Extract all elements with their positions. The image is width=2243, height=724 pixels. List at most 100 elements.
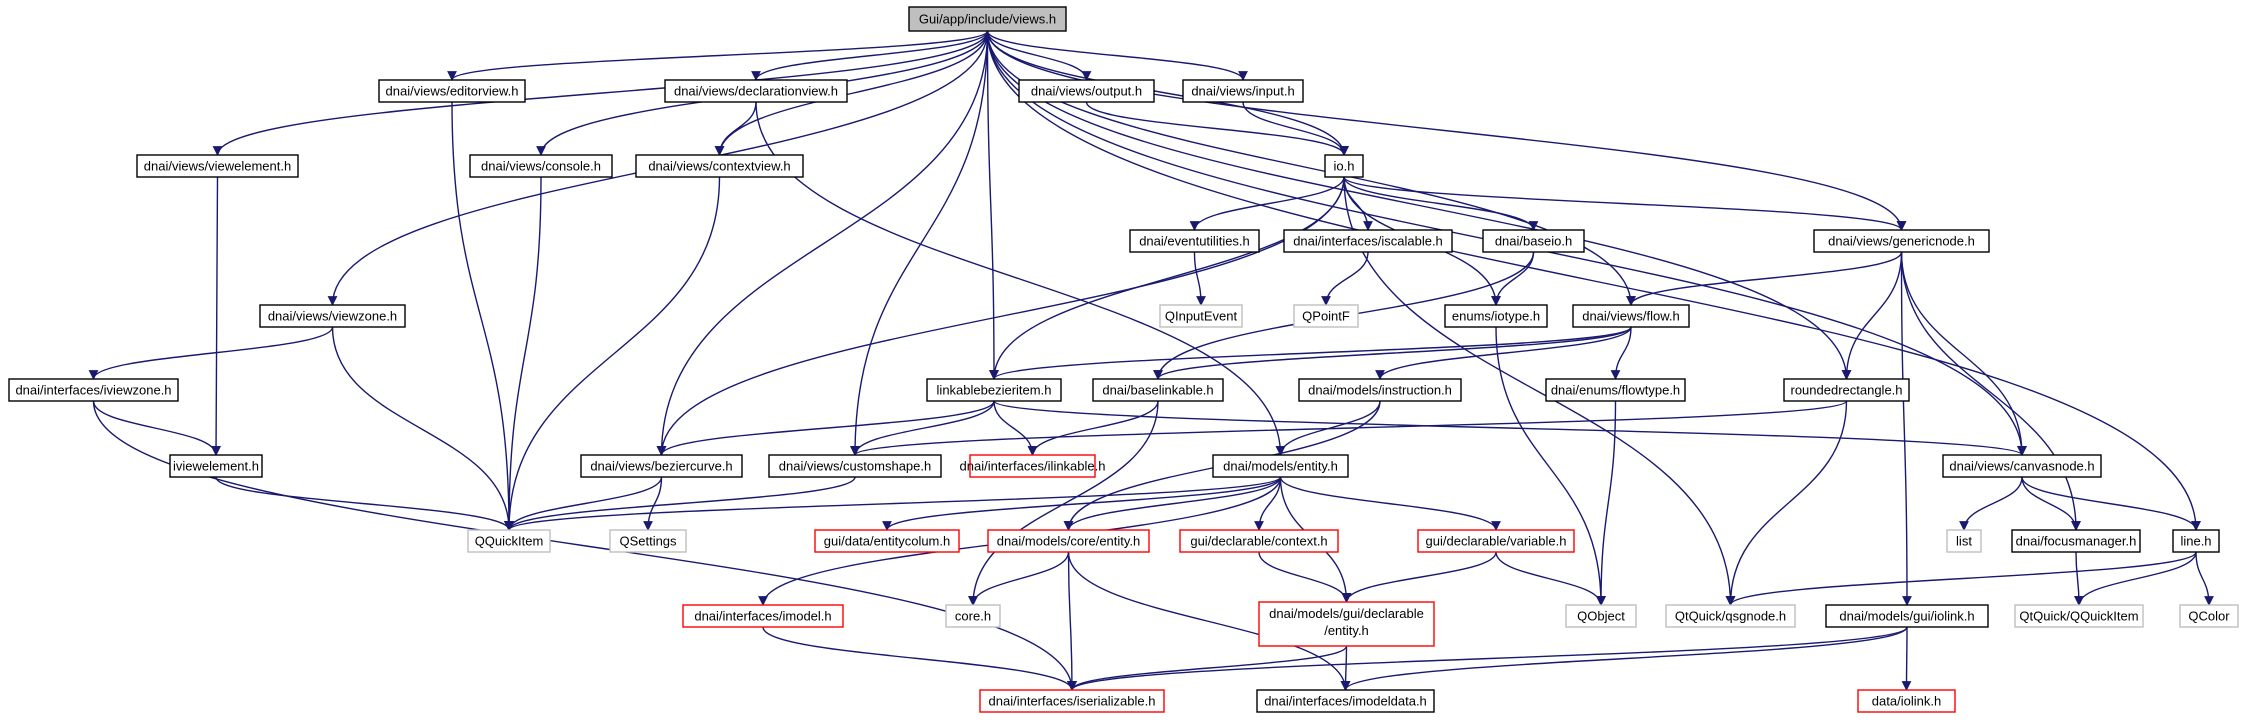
node-qcolor[interactable]: QColor [2179,604,2239,628]
edge-variable-to-qobject [1495,551,1606,606]
node-label: dnai/models/instruction.h [1308,383,1452,398]
node-imodel[interactable]: dnai/interfaces/imodel.h [682,604,844,628]
edge-line [92,400,221,456]
node-baselinkable[interactable]: dnai/baselinkable.h [1092,378,1224,402]
node-ilinkable[interactable]: dnai/interfaces/ilinkable.h [960,454,1106,478]
node-viewelement[interactable]: dnai/views/viewelement.h [136,154,299,178]
edge-contextview-to-qquickitem [504,176,721,531]
node-output[interactable]: dnai/views/output.h [1018,79,1155,103]
node-box [1129,229,1260,253]
edge-line [1085,101,1349,156]
edge-entity-to-qquickitem [504,476,1282,531]
edge-line [1900,251,2081,531]
node-label: dnai/views/beziercurve.h [590,459,732,474]
node-canvasnode[interactable]: dnai/views/canvasnode.h [1942,454,2102,478]
node-entity[interactable]: dnai/models/entity.h [1212,454,1349,478]
edge-line [331,326,514,531]
node-datailink[interactable]: data/iolink.h [1857,689,1956,713]
node-iviewzone[interactable]: dnai/interfaces/iviewzone.h [8,378,179,402]
node-box [2011,529,2141,553]
node-viewzone[interactable]: dnai/views/viewzone.h [259,304,406,328]
node-label: dnai/views/flow.h [1582,309,1680,324]
node-entitycolum[interactable]: gui/data/entitycolum.h [814,529,960,553]
node-qinputevent[interactable]: QInputEvent [1159,304,1243,328]
edge-line [1254,476,1282,531]
edge-flow-to-instruction [1375,326,1632,380]
node-coreentity[interactable]: dnai/models/core/entity.h [987,529,1150,553]
edge-genericnode-to-focusmanager [1900,251,2081,531]
node-box [979,689,1165,713]
node-qquickitem[interactable]: QQuickItem [467,529,551,553]
edge-views-to-contextview [714,30,989,156]
nodes-layer: Gui/app/include/views.h dnai/views/editor… [8,6,2239,713]
node-label: linkablebezieritem.h [937,383,1052,398]
edge-linkablebezieritem-to-beziercurve [656,400,995,456]
node-variable[interactable]: gui/declarable/variable.h [1417,529,1575,553]
node-label: QPointF [1302,309,1350,324]
edge-output-to-io [1085,101,1349,156]
edge-line [850,400,1848,456]
edge-line [714,30,989,156]
node-focusmanager[interactable]: dnai/focusmanager.h [2011,529,2141,553]
node-flow[interactable]: dnai/views/flow.h [1572,304,1690,328]
node-input[interactable]: dnai/views/input.h [1182,79,1304,103]
node-box [1942,454,2102,478]
node-qobject[interactable]: QObject [1565,604,1637,628]
edge-viewelement-to-iviewelement [211,176,221,456]
node-declarationview[interactable]: dnai/views/declarationview.h [664,79,848,103]
node-qsgnode[interactable]: QtQuick/qsgnode.h [1665,604,1796,628]
edge-baseio-to-iotype [1491,251,1535,306]
node-label: dnai/baseio.h [1495,234,1572,249]
node-flowtype[interactable]: dnai/enums/flowtype.h [1545,378,1686,402]
edge-imodel-to-iserializable [762,626,1077,691]
node-iserializable[interactable]: dnai/interfaces/iserializable.h [979,689,1165,713]
node-qpointf[interactable]: QPointF [1293,304,1359,328]
edge-entity-to-variable [1279,476,1501,531]
edge-io-to-baseio [1343,176,1539,231]
edge-views-to-input [986,30,1248,81]
node-box [1444,304,1548,328]
node-box [768,454,942,478]
node-editorview[interactable]: dnai/views/editorview.h [378,79,526,103]
node-genericnode[interactable]: dnai/views/genericnode.h [1813,229,1990,253]
edge-coreentity-to-imodeldata [1067,551,1351,691]
node-eventutilities[interactable]: dnai/eventutilities.h [1129,229,1260,253]
edge-line [1626,251,1903,306]
node-iscalable[interactable]: dnai/interfaces/iscalable.h [1283,229,1453,253]
node-roundedrectangle[interactable]: roundedrectangle.h [1783,378,1910,402]
node-list[interactable]: list [1946,529,1982,553]
node-customshape[interactable]: dnai/views/customshape.h [768,454,942,478]
node-label: list [1956,534,1972,549]
node-views[interactable]: Gui/app/include/views.h [908,6,1067,32]
edge-line [504,476,1282,531]
node-instruction[interactable]: dnai/models/instruction.h [1298,378,1462,402]
edge-line-to-qcolor [2195,551,2214,606]
edge-editorview-to-qquickitem [451,101,514,531]
node-box [609,529,687,553]
node-line[interactable]: line.h [2172,529,2220,553]
node-iviewelement[interactable]: iviewelement.h [169,454,263,478]
node-console[interactable]: dnai/views/console.h [469,154,613,178]
node-baseio[interactable]: dnai/baseio.h [1482,229,1585,253]
node-box [814,529,960,553]
node-qtquickitem[interactable]: QtQuick/QQuickItem [2014,604,2144,628]
node-contextview[interactable]: dnai/views/contextview.h [635,154,804,178]
node-box [580,454,743,478]
edge-iolink-to-datailink [1901,626,1912,691]
node-core[interactable]: core.h [945,604,1001,628]
node-box [682,604,844,628]
node-iolink[interactable]: dnai/models/gui/iolink.h [1825,604,1989,628]
edge-line [1959,476,2023,531]
node-beziercurve[interactable]: dnai/views/beziercurve.h [580,454,743,478]
node-box [467,529,551,553]
node-io[interactable]: io.h [1324,154,1364,178]
node-linkablebezieritem[interactable]: linkablebezieritem.h [926,378,1062,402]
node-label: gui/data/entitycolum.h [824,534,950,549]
node-imodeldata[interactable]: dnai/interfaces/imodeldata.h [1256,689,1435,713]
edge-line [850,30,989,456]
node-qsettings[interactable]: QSettings [609,529,687,553]
node-context[interactable]: gui/declarable/context.h [1179,529,1339,553]
edge-line [2021,476,2081,531]
node-iotype[interactable]: enums/iotype.h [1444,304,1548,328]
node-guientity[interactable]: dnai/models/gui/declarable/entity.h [1258,601,1435,647]
